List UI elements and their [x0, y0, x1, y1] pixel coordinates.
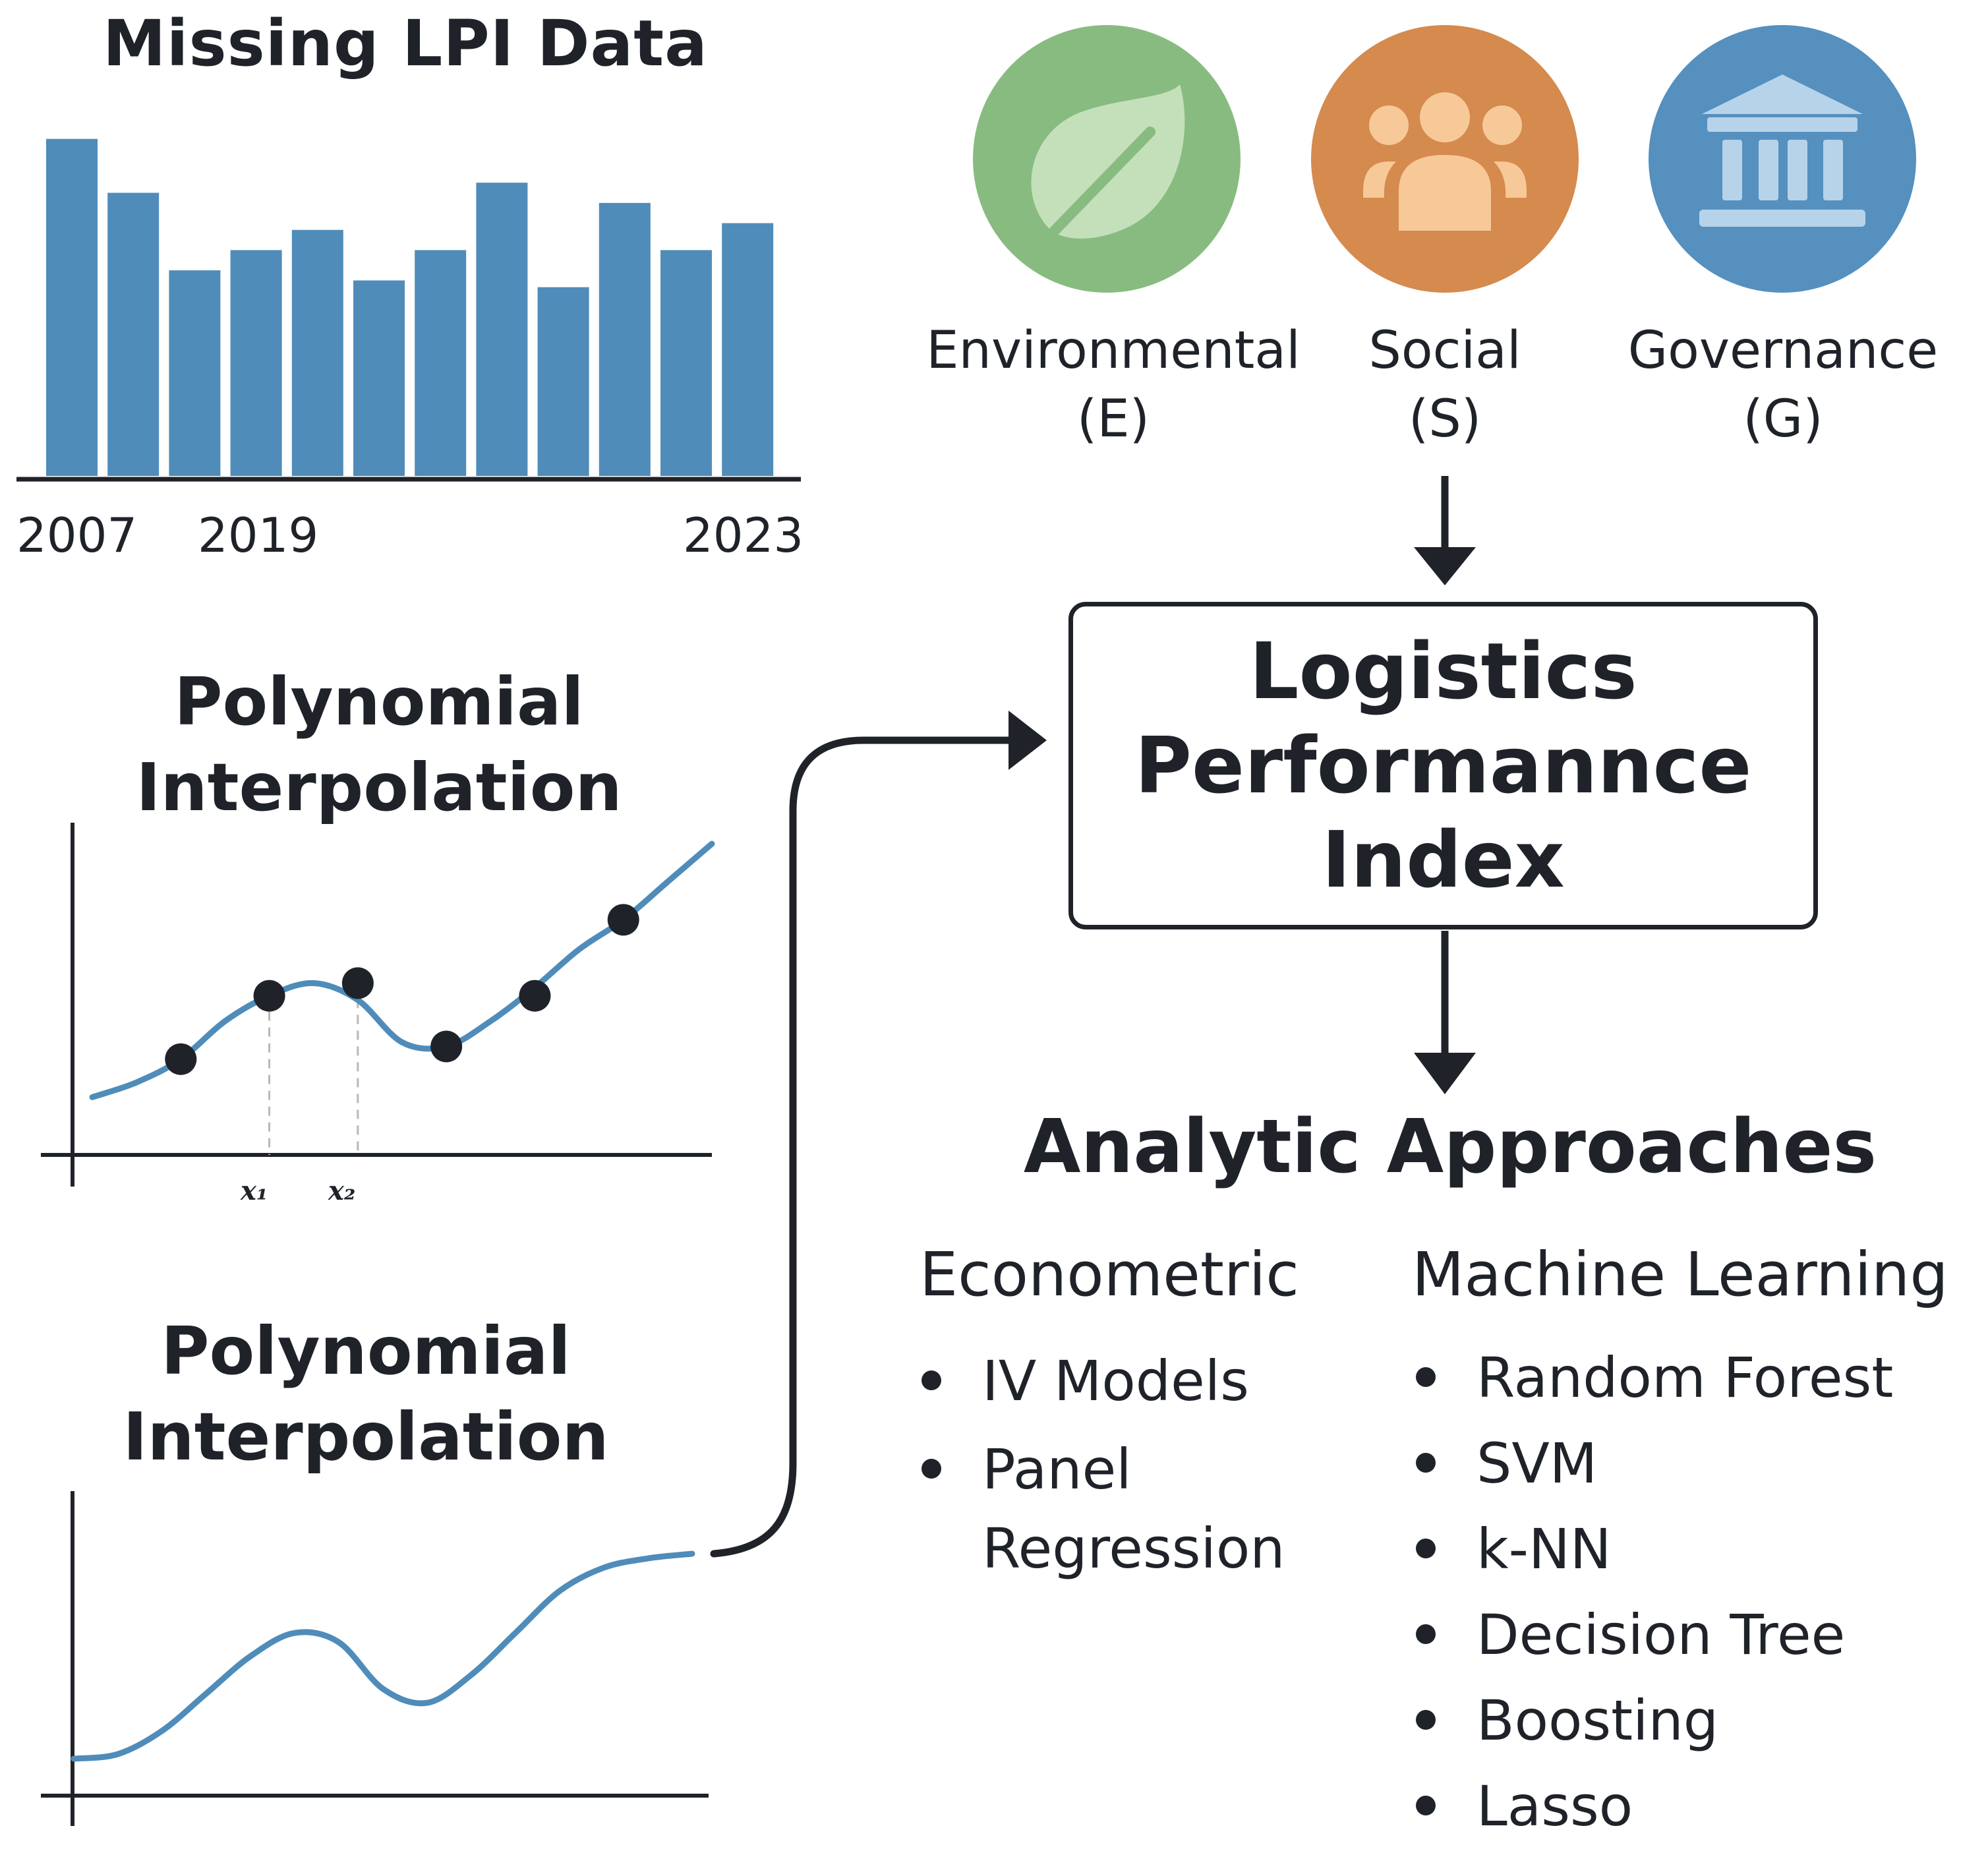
- bullet-icon: [921, 1459, 941, 1479]
- econometric-list: IV Models Panel Regression: [921, 1341, 1285, 1588]
- lpi-box: Logistics Performannce Index: [1068, 602, 1818, 929]
- bar: [599, 202, 651, 476]
- x1-label: x₁: [241, 1175, 268, 1206]
- bullet-icon: [1416, 1367, 1436, 1387]
- bar: [415, 250, 467, 476]
- data-point: [519, 980, 551, 1012]
- poly-chart-1: [41, 823, 715, 1187]
- bar: [476, 183, 528, 476]
- bullet-icon: [1416, 1624, 1436, 1644]
- connector-arrow-head: [1009, 711, 1047, 770]
- bar: [353, 280, 405, 476]
- data-point: [430, 1030, 463, 1063]
- esg-to-lpi-arrow-head: [1414, 547, 1476, 585]
- list-item: IV Models: [921, 1341, 1285, 1421]
- data-point: [253, 980, 285, 1012]
- bar: [660, 250, 712, 476]
- list-item-label: k-NN: [1476, 1517, 1612, 1581]
- poly1-guides: [268, 983, 359, 1155]
- poly2-title: Polynomial Interpolation: [123, 1312, 609, 1475]
- tick-label-2019: 2019: [198, 508, 319, 563]
- connector-arrow-line: [710, 736, 1022, 1558]
- bar: [291, 229, 343, 476]
- bar-chart-title: Missing LPI Data: [103, 7, 708, 80]
- lpi-bar-chart: [46, 138, 774, 476]
- list-item: k-NN: [1416, 1510, 1893, 1589]
- data-point: [165, 1043, 197, 1075]
- list-item-label: Random Forest: [1476, 1345, 1894, 1410]
- leaf-icon: [1031, 84, 1185, 239]
- poly1-points: [165, 904, 639, 1075]
- tick-label-2023: 2023: [683, 508, 804, 563]
- list-item-label: Boosting: [1476, 1688, 1719, 1753]
- data-point: [341, 967, 374, 999]
- environmental-label: Environmental (E): [926, 321, 1301, 449]
- data-point: [607, 904, 639, 936]
- list-item-label: Decision Tree: [1476, 1603, 1846, 1667]
- econometric-heading: Econometric: [920, 1239, 1299, 1310]
- institution-icon: [1699, 74, 1865, 227]
- social-label: Social (S): [1368, 321, 1521, 449]
- poly2-curve: [71, 1550, 695, 1762]
- bullet-icon: [1416, 1453, 1436, 1473]
- bullet-icon: [1416, 1539, 1436, 1558]
- bullet-icon: [1416, 1710, 1436, 1730]
- bar: [169, 270, 221, 476]
- bullet-icon: [1416, 1796, 1436, 1815]
- lpi-to-analytic-arrow-head: [1414, 1053, 1476, 1094]
- ml-list: Random Forest SVM k-NN Decision Tree Boo…: [1416, 1338, 1893, 1846]
- social-circle: [1311, 25, 1579, 293]
- lpi-box-text: Logistics Performannce Index: [1134, 626, 1752, 905]
- tick-label-2007: 2007: [16, 508, 138, 563]
- poly1-title: Polynomial Interpolation: [136, 663, 622, 826]
- environmental-circle: [973, 25, 1241, 293]
- x2-label: x₂: [328, 1175, 356, 1206]
- governance-circle: [1649, 25, 1916, 293]
- list-item-label: Lasso: [1476, 1774, 1633, 1838]
- bar: [230, 250, 282, 476]
- list-item-label: IV Models: [982, 1349, 1249, 1413]
- list-item: Lasso: [1416, 1767, 1893, 1846]
- governance-label: Governance (G): [1627, 321, 1939, 449]
- bar: [537, 287, 589, 476]
- poly-chart-2: [41, 1491, 709, 1826]
- bar: [722, 223, 774, 476]
- list-item: SVM: [1416, 1424, 1893, 1503]
- list-item: Boosting: [1416, 1681, 1893, 1760]
- people-icon: [1363, 92, 1527, 231]
- list-item-label: Panel Regression: [982, 1437, 1285, 1581]
- bullet-icon: [921, 1370, 941, 1390]
- bar: [46, 138, 98, 476]
- bar: [107, 192, 160, 476]
- list-item-label: SVM: [1476, 1431, 1598, 1496]
- machine-learning-heading: Machine Learning: [1412, 1239, 1948, 1310]
- list-item: Random Forest: [1416, 1338, 1893, 1417]
- list-item: Decision Tree: [1416, 1595, 1893, 1674]
- analytic-approaches-title: Analytic Approaches: [1023, 1104, 1877, 1190]
- list-item: Panel Regression: [921, 1430, 1285, 1588]
